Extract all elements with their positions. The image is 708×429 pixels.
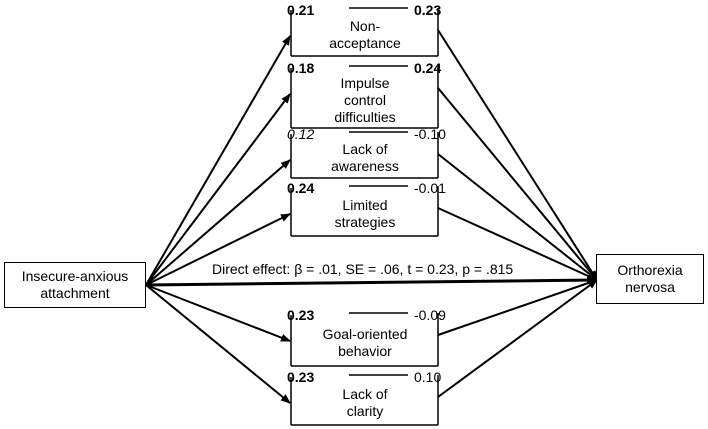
direct-effect-label: Direct effect: β = .01, SE = .06, t = 0.… — [212, 261, 514, 277]
b-path-arrow — [437, 279, 598, 398]
b-path-arrow — [437, 87, 598, 281]
outcome-box: Orthorexia nervosa — [596, 254, 704, 304]
mediator-label: Lack of clarity — [342, 386, 388, 419]
a-path-arrow — [145, 159, 291, 286]
mediator-label: Impulse control difficulties — [334, 74, 396, 125]
b-path-coefficient: 0.10 — [414, 369, 442, 385]
b-path-arrow — [437, 29, 598, 281]
direct-effect-arrow — [145, 276, 597, 287]
a-path-arrow — [145, 93, 291, 286]
b-path-coefficient: 0.24 — [414, 60, 442, 76]
mediator-label: Goal-oriented behavior — [322, 325, 408, 359]
b-path-coefficient: -0.01 — [414, 180, 446, 196]
predictor-box: Insecure-anxious attachment — [4, 262, 146, 308]
b-path-arrow — [437, 279, 598, 336]
a-path-coefficient: 0.24 — [287, 180, 315, 196]
mediator-label: Limited strategies — [334, 197, 396, 230]
a-path-arrow — [145, 284, 291, 342]
a-path-arrow — [145, 284, 291, 404]
b-path-coefficient: -0.10 — [414, 126, 446, 142]
a-path-coefficient: 0.12 — [287, 126, 315, 142]
a-path-arrow — [145, 213, 291, 286]
a-path-coefficient: 0.18 — [287, 60, 315, 76]
a-path-arrow — [145, 35, 291, 286]
b-path-arrow — [437, 207, 598, 281]
b-path-arrow — [437, 153, 598, 281]
a-path-coefficient: 0.21 — [287, 2, 315, 18]
b-path-coefficient: -0.09 — [414, 307, 446, 323]
a-path-coefficient: 0.23 — [287, 369, 315, 385]
b-path-coefficient: 0.23 — [414, 2, 442, 18]
mediator-label: Non- acceptance — [329, 18, 401, 51]
outcome-label: Orthorexia nervosa — [617, 262, 683, 295]
predictor-label: Insecure-anxious attachment — [21, 268, 129, 301]
a-path-coefficient: 0.23 — [287, 307, 315, 323]
mediator-label: Lack of awareness — [331, 141, 399, 174]
